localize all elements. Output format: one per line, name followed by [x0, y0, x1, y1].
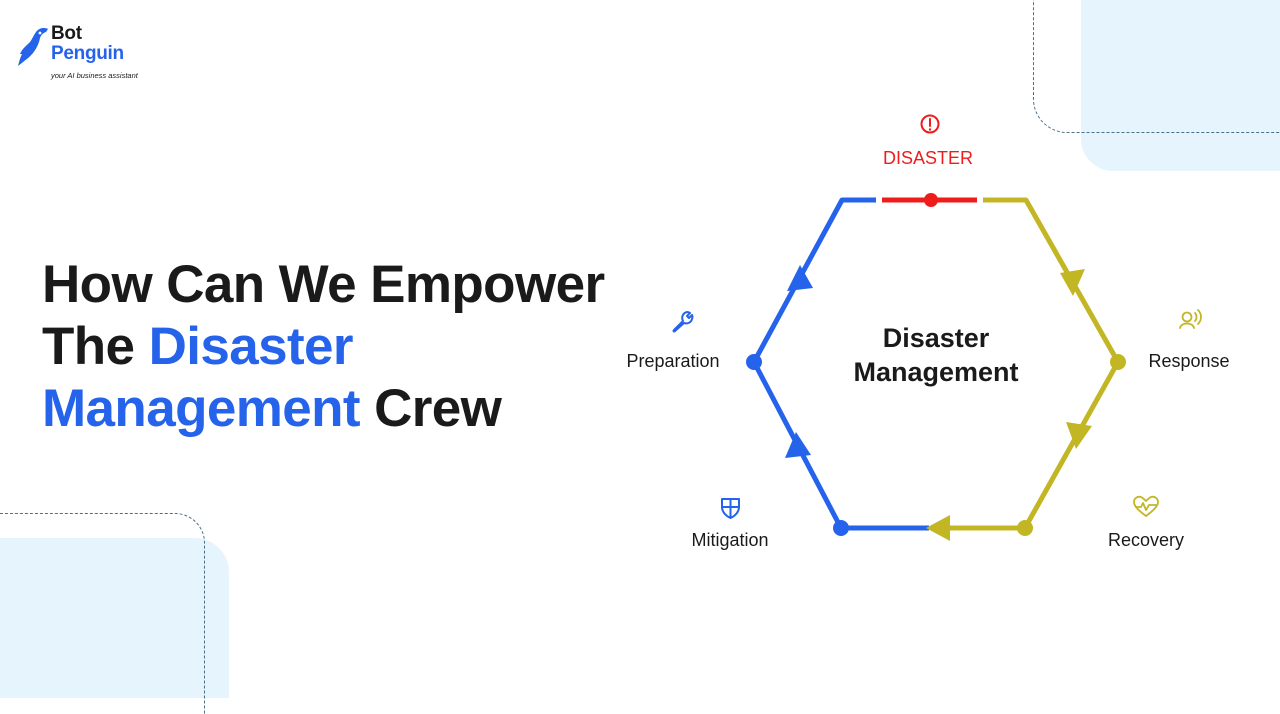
- headline-highlight-management: Management: [42, 379, 361, 438]
- logo-name-line2: Penguin: [51, 43, 124, 64]
- arrow-down-right: [1060, 269, 1085, 296]
- node-recovery: [1017, 520, 1033, 536]
- disaster-management-cycle-diagram: Disaster Management DISASTER Response Re…: [626, 114, 1230, 550]
- arrow-left: [926, 515, 950, 541]
- speaking-person-icon: [1179, 309, 1202, 329]
- decor-dashed-line-top-right: [1033, 0, 1280, 133]
- node-response: [1110, 354, 1126, 370]
- headline-line-3-text: Crew: [359, 379, 502, 438]
- penguin-logo-icon: [18, 28, 48, 66]
- node-mitigation: [833, 520, 849, 536]
- stage-label-preparation: Preparation: [626, 351, 719, 371]
- arrow-up-right-upper: [787, 265, 813, 291]
- stage-label-response: Response: [1148, 351, 1229, 371]
- decor-corner-bottom-left: [0, 538, 229, 698]
- wrench-icon: [672, 311, 694, 333]
- decor-corner-top-right: [1081, 0, 1280, 171]
- headline-line-2-text: The: [42, 317, 149, 376]
- logo-tagline: your AI business assistant: [51, 71, 138, 80]
- headline-line-1: How Can We Empower: [42, 255, 605, 314]
- stage-label-mitigation: Mitigation: [691, 530, 768, 550]
- logo-wordmark: Bot Penguin: [51, 24, 124, 64]
- decor-dashed-line-bottom-left: [0, 513, 205, 714]
- stage-label-recovery: Recovery: [1108, 530, 1184, 550]
- logo-name-line1: Bot: [51, 23, 82, 44]
- headline-highlight-disaster: Disaster: [148, 317, 354, 376]
- botpenguin-logo[interactable]: Bot Penguin your AI business assistant: [18, 24, 148, 84]
- shield-icon: [721, 498, 740, 519]
- page-headline: How Can We Empower The Disaster Manageme…: [42, 254, 605, 440]
- arrow-down-left: [1066, 422, 1092, 449]
- headline-line-3: Management Crew: [42, 378, 604, 440]
- stage-label-disaster: DISASTER: [883, 148, 973, 168]
- heartbeat-icon: [1133, 495, 1159, 517]
- arrow-up-right-lower: [785, 432, 811, 458]
- headline-line-2: The Disaster: [42, 316, 604, 378]
- node-disaster: [924, 193, 938, 207]
- alert-circle-icon: [920, 114, 940, 134]
- node-preparation: [746, 354, 762, 370]
- center-title-line-2: Management: [853, 357, 1018, 387]
- center-title-line-1: Disaster: [883, 323, 990, 353]
